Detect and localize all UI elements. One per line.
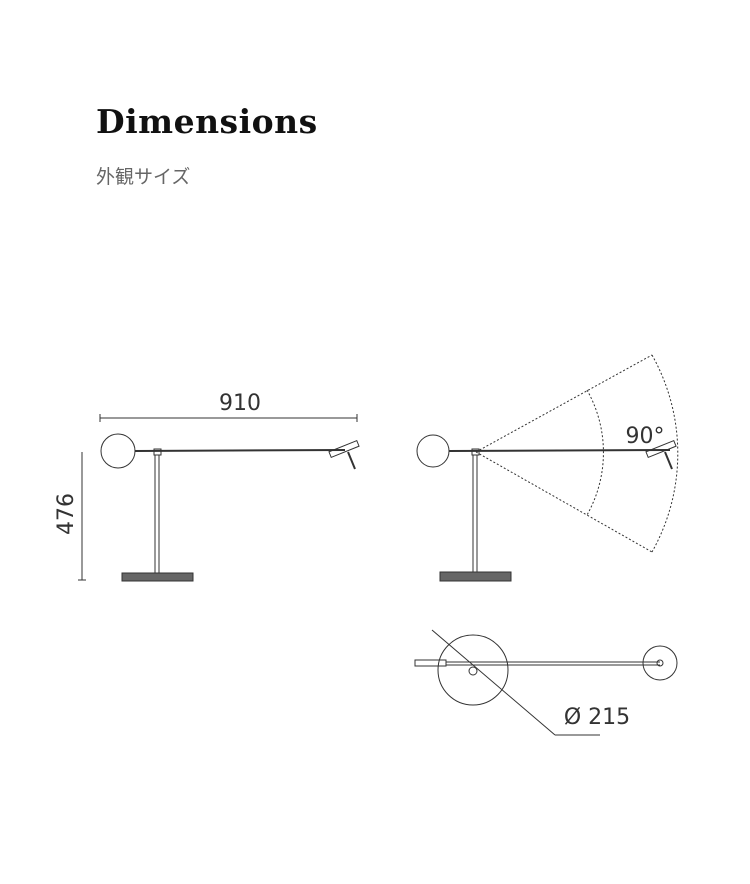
base-diameter-label: Ø 215 (564, 705, 630, 730)
side-view-dimensions: 910 476 (54, 391, 360, 582)
page-subtitle: 外観サイズ (96, 166, 191, 188)
tilt-view: 90° (416, 354, 679, 582)
height-label: 476 (54, 493, 79, 535)
page-title: Dimensions (96, 102, 318, 141)
top-view: Ø 215 (414, 629, 678, 736)
width-label: 910 (219, 391, 261, 416)
angle-label: 90° (626, 424, 665, 449)
